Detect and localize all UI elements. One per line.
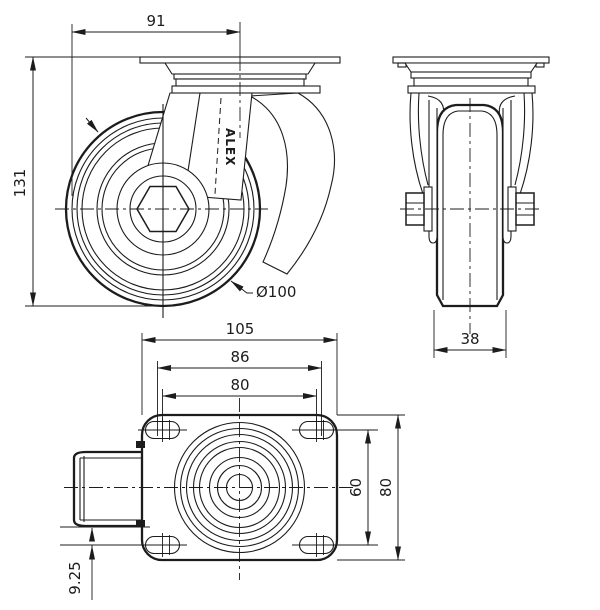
dim-wheel-offset-label: 9.25: [66, 561, 84, 594]
dim-plate-height: 80: [337, 414, 405, 561]
side-view: 38: [392, 56, 550, 358]
dim-wheel-diameter-label: Ø100: [256, 283, 296, 301]
bolt-slot-bottom-left: [138, 533, 187, 557]
dim-bolt-spacing-y-label: 60: [347, 478, 365, 497]
dim-bolt-spacing-y: 60: [325, 429, 378, 546]
side-top-plate: [392, 56, 550, 94]
side-centerlines: [400, 98, 542, 334]
dim-wheel-offset: 9.25: [60, 526, 150, 600]
front-view: ALEX 91 131 Ø100: [11, 12, 341, 318]
dim-tread-width: 38: [433, 310, 507, 358]
fork-leg-tab-top: [136, 441, 145, 448]
fork-right-leg: [248, 92, 335, 275]
plan-wheel: [72, 450, 146, 528]
dim-plate-width: 105: [141, 320, 338, 415]
front-centerlines: [55, 57, 268, 318]
brand-logo-text: ALEX: [223, 128, 237, 166]
dim-tread-width-label: 38: [460, 330, 479, 348]
fork-leg-tab-bottom: [136, 520, 145, 527]
side-swivel-housing: [409, 92, 534, 200]
dim-plate-width-label: 105: [226, 320, 255, 338]
dim-front-width: 91: [71, 12, 241, 196]
dim-front-width-label: 91: [146, 12, 165, 30]
plan-view: 105 86 80 60 80: [60, 320, 405, 600]
dim-wheel-diameter: Ø100: [230, 280, 296, 301]
dim-bolt-spacing-x-label: 80: [230, 376, 249, 394]
dim-front-height-label: 131: [11, 169, 29, 198]
tread-leader-arrow: [85, 117, 99, 133]
dim-slot-span-label: 86: [230, 348, 249, 366]
plan-centerlines: [64, 398, 354, 580]
side-wheel-tread-lines: [442, 110, 498, 300]
bolt-slot-bottom-right: [292, 533, 341, 557]
dim-front-height: 131: [11, 56, 158, 307]
dim-slot-span: 86: [157, 348, 322, 436]
dim-plate-height-label: 80: [377, 478, 395, 497]
dim-bolt-spacing-x: 80: [162, 376, 317, 436]
